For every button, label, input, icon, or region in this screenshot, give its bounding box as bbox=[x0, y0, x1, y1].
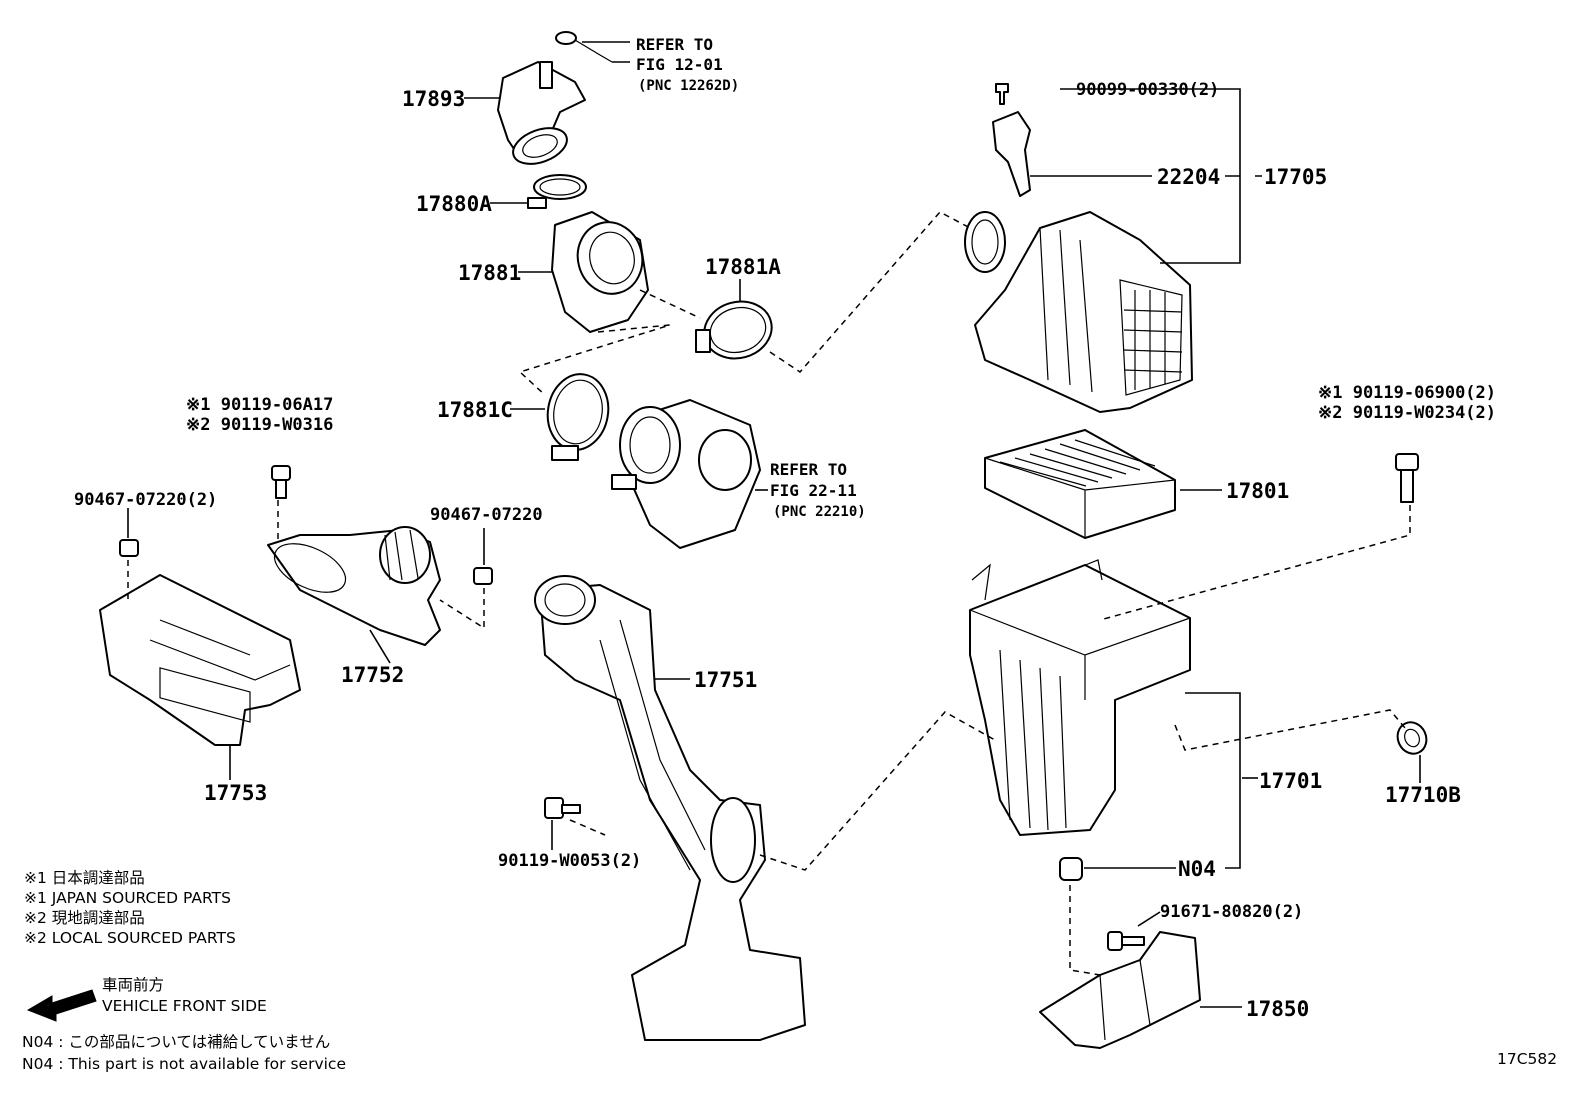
vehicle-front-arrow-icon bbox=[26, 989, 97, 1022]
legend-local-en: ※2 LOCAL SOURCED PARTS bbox=[24, 929, 236, 947]
part-17705-drawing bbox=[964, 211, 1193, 413]
label-90467-07220: 90467-07220 bbox=[430, 505, 543, 525]
part-17710B-drawing bbox=[1396, 721, 1428, 755]
figure-id: 17C582 bbox=[1497, 1050, 1557, 1068]
n04-note-en: N04 : This part is not available for ser… bbox=[22, 1055, 346, 1073]
label-17893: 17893 bbox=[402, 87, 465, 111]
part-17801-drawing bbox=[984, 429, 1176, 539]
leader-lines bbox=[127, 41, 1421, 1008]
part-17893-drawing bbox=[497, 31, 613, 165]
part-17751-drawing bbox=[534, 575, 806, 1041]
part-22204-drawing bbox=[992, 83, 1031, 197]
part-17881C-drawing bbox=[546, 373, 610, 461]
label-90099-00330: 90099-00330(2) bbox=[1076, 80, 1219, 100]
part-90119-06A17-bolt-drawing bbox=[271, 465, 291, 499]
ref2-line1: REFER TO bbox=[770, 460, 847, 479]
vehicle-front-en: VEHICLE FRONT SIDE bbox=[102, 997, 267, 1015]
legend-japan-en: ※1 JAPAN SOURCED PARTS bbox=[24, 889, 231, 907]
ref2-line2: FIG 22-11 bbox=[770, 481, 857, 500]
part-17881A-drawing bbox=[695, 300, 773, 360]
label-90119-W0234: ※2 90119-W0234(2) bbox=[1318, 403, 1496, 423]
ref1-line1: REFER TO bbox=[636, 35, 713, 54]
part-N04-drawing bbox=[1059, 857, 1083, 881]
part-17881-drawing bbox=[551, 211, 649, 333]
part-17752-drawing bbox=[267, 526, 441, 646]
n04-note-jp: N04 : この部品については補給していません bbox=[22, 1033, 330, 1051]
label-17881A: 17881A bbox=[705, 255, 781, 279]
label-17705: 17705 bbox=[1264, 165, 1327, 189]
label-90119-W0316: ※2 90119-W0316 bbox=[186, 415, 333, 435]
label-90119-06A17: ※1 90119-06A17 bbox=[186, 395, 333, 415]
label-17701: 17701 bbox=[1259, 769, 1322, 793]
ref2-line3: (PNC 22210) bbox=[773, 504, 866, 520]
label-17751: 17751 bbox=[694, 668, 757, 692]
part-17880A-drawing bbox=[527, 174, 587, 209]
part-17701-drawing bbox=[969, 559, 1191, 836]
label-17881: 17881 bbox=[458, 261, 521, 285]
label-17801: 17801 bbox=[1226, 479, 1289, 503]
label-17753: 17753 bbox=[204, 781, 267, 805]
label-90119-W0053: 90119-W0053(2) bbox=[498, 851, 641, 871]
part-90119-06900-bolt-drawing bbox=[1395, 453, 1419, 503]
ref1-line2: FIG 12-01 bbox=[636, 55, 723, 74]
part-90119-W0053-bolt-drawing bbox=[544, 797, 581, 819]
part-90467-bolt-b-drawing bbox=[473, 567, 493, 585]
label-17752: 17752 bbox=[341, 663, 404, 687]
part-17753-drawing bbox=[99, 574, 301, 746]
label-90467-07220-2: 90467-07220(2) bbox=[74, 490, 217, 510]
throttle-body-drawing bbox=[611, 399, 761, 549]
label-17881C: 17881C bbox=[437, 398, 513, 422]
part-90467-bolt-a-drawing bbox=[119, 539, 139, 557]
label-17710B: 17710B bbox=[1385, 783, 1461, 807]
label-91671-80820: 91671-80820(2) bbox=[1160, 902, 1303, 922]
label-22204: 22204 bbox=[1157, 165, 1220, 189]
label-17880A: 17880A bbox=[416, 192, 492, 216]
ref1-line3: (PNC 12262D) bbox=[638, 78, 739, 94]
label-N04: N04 bbox=[1178, 857, 1216, 881]
label-17850: 17850 bbox=[1246, 997, 1309, 1021]
legend-local-jp: ※2 現地調達部品 bbox=[24, 909, 145, 927]
part-17850-drawing bbox=[1039, 931, 1201, 1049]
legend: ※1 日本調達部品 ※1 JAPAN SOURCED PARTS ※2 現地調達… bbox=[22, 869, 346, 1073]
vehicle-front-jp: 車両前方 bbox=[102, 976, 164, 994]
label-90119-06900: ※1 90119-06900(2) bbox=[1318, 383, 1496, 403]
legend-japan-jp: ※1 日本調達部品 bbox=[24, 869, 145, 887]
part-91671-bolt-drawing bbox=[1107, 931, 1145, 951]
